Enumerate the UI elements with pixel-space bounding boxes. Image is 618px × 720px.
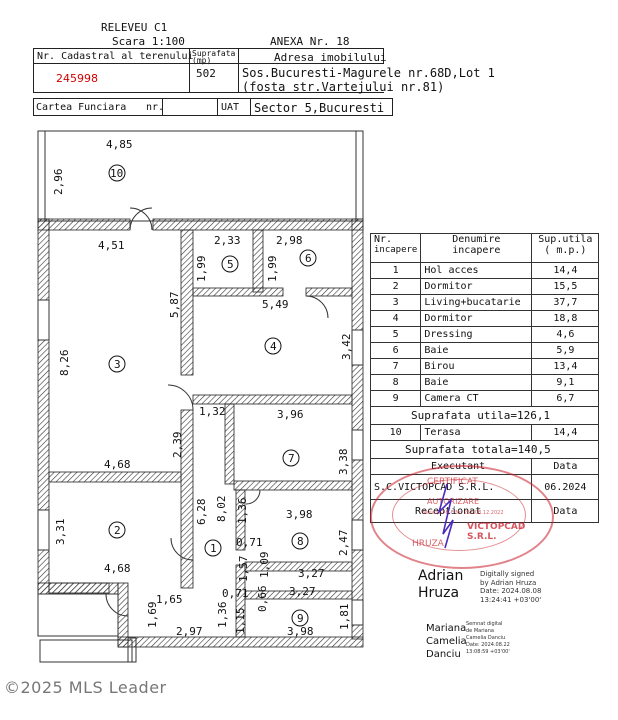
dim-label: 3,96: [277, 408, 304, 421]
dimension-labels: 4,85 2,96 4,51 2,33 2,98 1,99 1,99 5,87 …: [52, 138, 353, 638]
certification-stamp: CERTIFICAT AUTORIZARE Seria RO-B-F Nr. 2…: [370, 465, 554, 569]
useful-total-row: Suprafata utila=126,1: [369, 406, 600, 425]
dim-label: 3,42: [340, 334, 353, 361]
dim-label: 1,69: [146, 602, 159, 629]
room-1-number: 1: [210, 542, 217, 555]
room-4-number: 4: [270, 340, 277, 353]
dim-label: 6,28: [195, 499, 208, 526]
room-7-marker: 7: [282, 449, 300, 467]
room-9-number: 9: [297, 612, 304, 625]
dim-label: 1,36: [216, 602, 229, 629]
dim-label: 5,49: [262, 298, 289, 311]
dim-label: 5,87: [168, 292, 181, 319]
uat-value-cell: Sector 5,Bucuresti: [250, 98, 393, 116]
header-area: Sup.utila( m.p.): [531, 233, 600, 263]
doors: [105, 207, 329, 617]
dim-label: 1,15: [234, 608, 247, 635]
dim-label: 4,68: [104, 562, 131, 575]
cadastral-number: 245998: [56, 72, 98, 85]
header-nr: Nr.incapere: [369, 233, 422, 263]
terrace-outline: [37, 130, 364, 222]
room-8-marker: 8: [291, 532, 309, 550]
handwritten-signature-mark: [437, 483, 454, 549]
signer2-digital-note: Semnat digital de Mariana Camelia Danciu…: [466, 621, 510, 655]
dim-label: 3,27: [289, 585, 316, 598]
dim-label: 8,26: [58, 350, 71, 377]
room-2-marker: 2: [108, 521, 126, 539]
watermark-text: ©2025 MLS Leader: [4, 678, 167, 697]
dim-label: 2,96: [52, 169, 65, 196]
room-5-marker: 5: [221, 255, 239, 273]
annex-label: ANEXA Nr. 18: [270, 35, 350, 48]
dim-label: 1,81: [338, 604, 351, 631]
dim-label: 3,31: [54, 519, 67, 546]
dim-label: 3,98: [286, 508, 313, 521]
dim-label: 1,65: [156, 593, 183, 606]
room-10-number: 10: [110, 167, 123, 180]
dim-label: 3,38: [337, 449, 350, 476]
dim-label: 0,71: [236, 536, 263, 549]
room-5-number: 5: [227, 258, 234, 271]
dim-label: 4,51: [98, 239, 125, 252]
dim-label: 2,39: [171, 432, 184, 459]
dim-label: 1,99: [266, 256, 279, 283]
room-9-marker: 9: [291, 609, 309, 627]
dim-label: 0,71: [222, 587, 249, 600]
address-value-cell: Sos.Bucuresti-Magurele nr.68D,Lot 1 (fos…: [238, 63, 495, 93]
document-scale: Scara 1:100: [112, 35, 185, 48]
room-10-marker: 10: [108, 164, 126, 182]
dim-label: 3,98: [287, 625, 314, 638]
room-3-marker: 3: [108, 355, 126, 373]
dim-label: 2,33: [214, 234, 241, 247]
signer1-name: Adrian Hruza: [418, 568, 464, 601]
room-7-number: 7: [288, 452, 295, 465]
dim-label: 2,47: [337, 530, 350, 557]
dim-label: 1,36: [236, 498, 249, 525]
document-title: RELEVEU C1: [101, 21, 168, 34]
dim-label: 1,99: [195, 256, 208, 283]
room-8-number: 8: [297, 535, 304, 548]
dim-label: 2,98: [276, 234, 303, 247]
dim-label: 1,32: [199, 405, 226, 418]
room-4-marker: 4: [264, 337, 282, 355]
dim-label: 3,27: [298, 567, 325, 580]
dim-label: 2,97: [176, 625, 203, 638]
room-labels: 10 5 6 3 4 7 2 8 1 9: [108, 164, 317, 627]
dim-label: 1,57: [237, 556, 250, 583]
grand-total-row: Suprafata totala=140,5: [369, 440, 600, 459]
dim-label: 4,85: [106, 138, 133, 151]
floor-plan: 10 5 6 3 4 7 2 8 1 9 4,85 2,96 4,51 2,33…: [37, 130, 364, 663]
signer2-name: Mariana Camelia Danciu: [426, 623, 467, 660]
room-3-number: 3: [114, 358, 121, 371]
dim-label: 0,66: [256, 586, 269, 613]
signer1-digital-note: Digitally signed by Adrian Hruza Date: 2…: [480, 570, 542, 604]
stamp-inner-ring: [392, 479, 526, 551]
room-2-number: 2: [114, 524, 121, 537]
room-6-marker: 6: [299, 249, 317, 267]
windows: [37, 299, 364, 663]
dim-label: 4,68: [104, 458, 131, 471]
room-6-number: 6: [305, 252, 312, 265]
room-1-marker: 1: [204, 539, 222, 557]
dim-label: 1,09: [258, 552, 271, 579]
dim-label: 8,02: [215, 496, 228, 523]
